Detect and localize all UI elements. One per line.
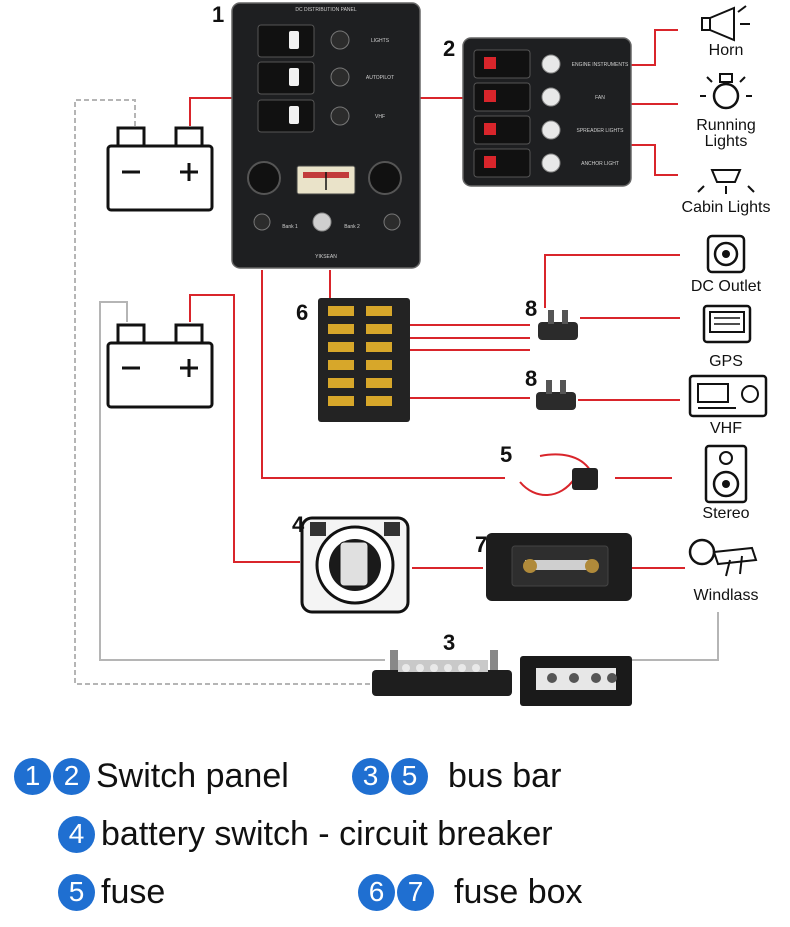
legend-badge-6: 6: [358, 873, 395, 911]
switch-panel-2: ENGINE INSTRUMENTS FAN SPREADER LIGHTS A…: [462, 37, 632, 187]
panel2-switch-2[interactable]: [473, 82, 561, 112]
battery-switch-4: [300, 516, 410, 614]
switch-panel-1: DC DISTRIBUTION PANEL LIGHTS AUTOPILOT V…: [231, 2, 421, 269]
legend-item-bus-bar: 3 5 bus bar: [352, 752, 561, 800]
legend-text-bus-bar: bus bar: [448, 756, 562, 795]
panel2-switch-4[interactable]: [473, 148, 561, 178]
running-lights-label-1: Running: [696, 117, 756, 134]
rocker-switch-2[interactable]: [257, 61, 350, 95]
legend-badge-3: 3: [352, 757, 389, 795]
dc-outlet-label: DC Outlet: [691, 278, 762, 295]
component-number-6: 6: [296, 300, 308, 325]
panel1-header: DC DISTRIBUTION PANEL: [295, 7, 357, 13]
vhf-radio-icon: [688, 374, 768, 418]
panel1-switch-label-2: AUTOPILOT: [366, 75, 394, 81]
terminal-stud-8-top: [538, 310, 578, 340]
legend-item-fuse-box: 6 7 fuse box: [358, 868, 583, 916]
panel2-label-1: ENGINE INSTRUMENTS: [572, 62, 629, 68]
legend-item-switch-panel: 1 2 Switch panel: [14, 752, 289, 800]
windlass-icon: [688, 538, 758, 577]
legend-badge-5b: 5: [58, 873, 95, 911]
gps-icon: [702, 304, 752, 344]
legend-badge-5: 5: [391, 757, 428, 795]
windlass-label: Windlass: [694, 587, 759, 604]
panel2-label-2: FAN: [595, 95, 605, 101]
stereo-label: Stereo: [702, 505, 749, 522]
component-number-2: 2: [443, 36, 455, 61]
vhf-label: VHF: [710, 420, 742, 437]
running-lights-label-2: Lights: [705, 133, 748, 150]
inline-fuse-5: [519, 453, 598, 496]
panel2-switch-1[interactable]: [473, 49, 561, 79]
fuse-block-6: [318, 298, 410, 422]
legend: 1 2 Switch panel 3 5 bus bar 4 battery s…: [0, 740, 790, 927]
rocker-switch-3[interactable]: [257, 99, 350, 133]
rocker-switch-1[interactable]: [257, 24, 350, 58]
panel2-label-4: ANCHOR LIGHT: [581, 161, 619, 167]
cabin-lights-label: Cabin Lights: [682, 199, 771, 216]
horn-icon: [701, 5, 750, 42]
legend-badge-7: 7: [397, 873, 434, 911]
component-number-8-top: 8: [525, 296, 537, 321]
stereo-speaker-icon: [704, 444, 748, 504]
panel1-switch-label-3: VHF: [375, 114, 385, 120]
wires: [74, 29, 719, 685]
battery-top: [106, 126, 214, 212]
component-number-7: 7: [475, 532, 487, 557]
legend-text-battery-switch: battery switch - circuit breaker: [101, 814, 553, 853]
panel2-switch-3[interactable]: [473, 115, 561, 145]
panel2-label-3: SPREADER LIGHTS: [577, 128, 625, 134]
legend-text-switch-panel: Switch panel: [96, 756, 289, 795]
legend-text-fuse: fuse: [101, 872, 166, 911]
legend-badge-2: 2: [53, 757, 90, 795]
bus-bar-3: [372, 650, 632, 706]
legend-item-battery-switch: 4 battery switch - circuit breaker: [58, 810, 553, 858]
component-number-3: 3: [443, 630, 455, 655]
battery-bottom: [106, 323, 214, 409]
gps-label: GPS: [709, 353, 743, 370]
legend-text-fuse-box: fuse box: [454, 872, 583, 911]
legend-badge-1: 1: [14, 757, 51, 795]
wiring-diagram: .red { stroke:#d9252b; stroke-width:2; f…: [74, 2, 771, 706]
legend-item-fuse: 5 fuse: [58, 868, 165, 916]
legend-badge-4: 4: [58, 815, 95, 853]
terminal-stud-8-bottom: [536, 380, 576, 410]
dc-outlet-icon: [706, 234, 746, 274]
panel1-switch-label-1: LIGHTS: [371, 38, 390, 44]
panel1-bank2: Bank 2: [344, 224, 360, 230]
component-number-8-bottom: 8: [525, 366, 537, 391]
component-number-4: 4: [292, 512, 305, 537]
running-lights-icon: [700, 73, 752, 110]
panel1-bank1: Bank 1: [282, 224, 298, 230]
panel1-brand: YIKSEAN: [315, 254, 337, 260]
component-number-5: 5: [500, 442, 512, 467]
cabin-light-icon: [697, 169, 755, 194]
fuse-box-7: [486, 533, 632, 601]
component-number-1: 1: [212, 2, 224, 27]
horn-label: Horn: [709, 42, 744, 59]
